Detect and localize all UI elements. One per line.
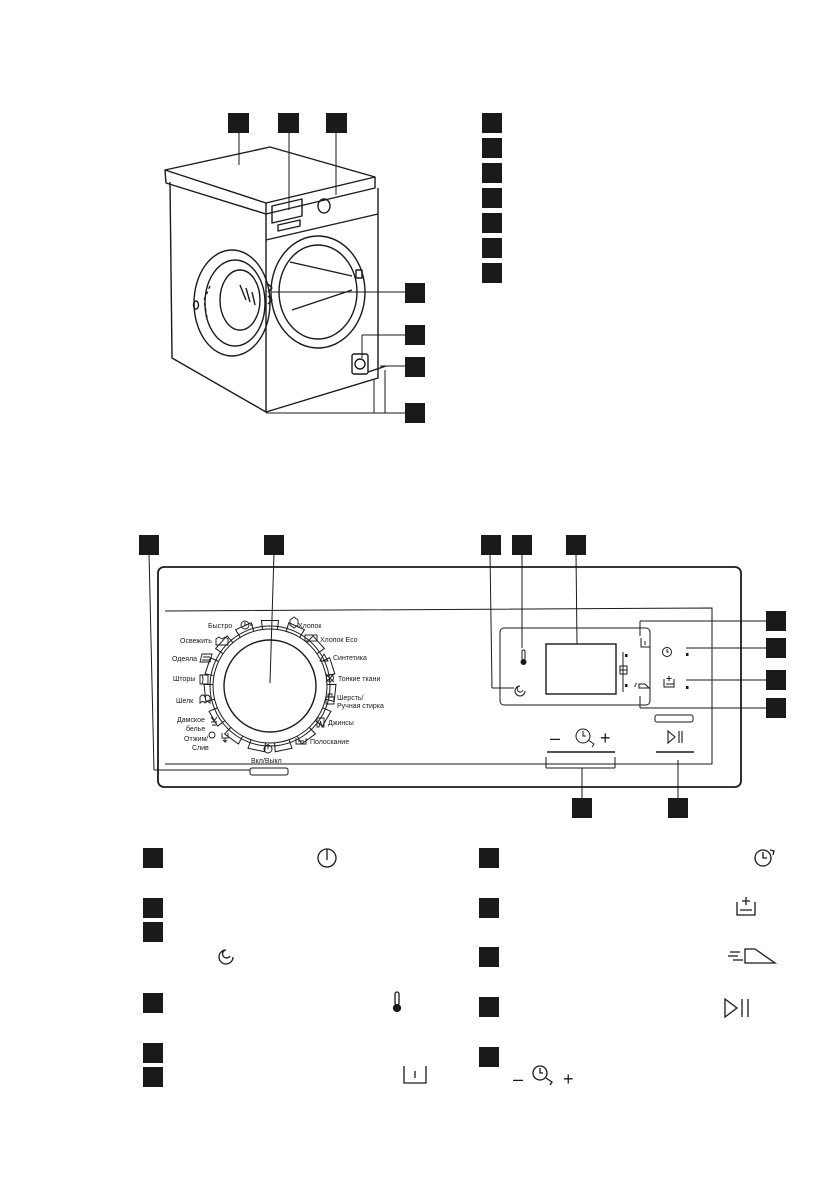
bottom-legend-icons <box>218 848 778 1086</box>
programs-right: Хлопок Хлопок Eco Синтетика Тонкие ткани… <box>298 623 384 746</box>
wool-icon <box>325 693 335 705</box>
silk-icon <box>199 694 211 705</box>
top-legend-boxes <box>482 113 502 283</box>
stain-icon <box>640 638 651 648</box>
program-label: Быстро <box>208 623 232 630</box>
time-manager-icon <box>532 1065 553 1086</box>
start-pause-control[interactable] <box>656 729 694 753</box>
time-plus[interactable]: + <box>600 728 611 748</box>
temperature-icon <box>520 649 527 665</box>
dial-position-mark <box>306 635 326 655</box>
time-minus[interactable]: – <box>550 728 560 748</box>
power-label: Вкл/Выкл <box>251 758 282 765</box>
program-label: Отжим/ <box>184 736 208 743</box>
time-manager-icon <box>575 728 595 748</box>
program-label: Шерсть/ <box>337 695 364 702</box>
program-dial[interactable] <box>209 625 331 747</box>
program-label: Синтетика <box>333 655 367 662</box>
cotton-icon <box>289 616 299 629</box>
programs-left: Быстро Освежить Одеяла Шторы Шелк Дамско… <box>172 623 232 752</box>
program-label: Хлопок <box>298 623 322 630</box>
program-icons-right <box>289 616 335 745</box>
program-label: Полоскание <box>310 739 349 746</box>
panel-icons <box>514 638 689 697</box>
spin-icon <box>218 949 234 965</box>
stain-icon <box>403 1066 427 1084</box>
dial-position-mark <box>274 739 293 753</box>
program-label: Ручная стирка <box>337 703 384 710</box>
easy-iron-icon <box>634 683 651 689</box>
dial-position-mark <box>260 620 280 630</box>
callout-lines-top <box>238 132 406 414</box>
program-label: Дамское <box>177 717 205 724</box>
program-label: Освежить <box>180 638 212 645</box>
lingerie-icon <box>210 716 218 726</box>
cotton-eco-icon <box>304 634 318 642</box>
callout-boxes-top <box>228 113 425 423</box>
temperature-icon <box>392 991 402 1013</box>
delay-start-icon <box>754 849 775 867</box>
legend-plus: + <box>563 1069 574 1089</box>
program-label: белье <box>186 725 205 733</box>
program-label: Тонкие ткани <box>338 676 380 683</box>
power-button[interactable] <box>249 767 289 776</box>
dial-position-mark <box>247 739 266 753</box>
spin-icon <box>514 685 526 697</box>
program-label: Джинсы <box>328 720 354 727</box>
delay-start-icon <box>662 647 672 657</box>
bottom-legend-time-signs: – + <box>513 1069 574 1089</box>
control-panel <box>157 566 742 788</box>
delicates-icon <box>325 673 335 683</box>
program-label: Одеяла <box>172 656 197 663</box>
callout-lines-panel <box>148 552 770 800</box>
jeans-icon <box>316 717 325 728</box>
power-icon <box>317 848 337 868</box>
quick-icon <box>240 620 253 630</box>
program-label: Шторы <box>173 676 195 683</box>
dial-position-mark <box>234 622 255 638</box>
dial-position-mark <box>214 635 234 655</box>
synthetics-icon <box>319 653 329 662</box>
dial-position-mark <box>325 683 337 702</box>
time-manager-control[interactable]: – + <box>547 728 615 753</box>
extra-rinse-icon <box>736 897 756 916</box>
program-label: Слив <box>192 745 209 752</box>
legend-minus: – <box>513 1069 523 1089</box>
program-label: Шелк <box>176 698 194 705</box>
spin-drain-icon-small <box>208 731 229 744</box>
dial-position-mark <box>223 727 244 745</box>
dial-position-mark <box>296 727 317 745</box>
program-label: Хлопок Eco <box>320 637 358 644</box>
rinse-icon <box>295 738 307 745</box>
program-icons-left <box>199 620 253 744</box>
callout-boxes-panel <box>139 535 786 818</box>
start-pause-icon <box>724 997 749 1019</box>
dial-position-mark <box>208 707 226 727</box>
bottom-legend-boxes <box>143 848 499 1087</box>
start-pause-icon <box>667 729 683 745</box>
dial-position-mark <box>204 656 219 677</box>
refresh-icon <box>215 636 229 646</box>
duvet-icon <box>199 653 213 663</box>
extra-rinse-icon <box>663 676 675 688</box>
easy-iron-icon <box>728 948 778 964</box>
washing-machine-drawing <box>164 146 387 413</box>
dial-position-mark <box>314 707 332 727</box>
curtain-icon <box>199 674 209 685</box>
power-switch[interactable]: Вкл/Выкл <box>249 744 289 776</box>
